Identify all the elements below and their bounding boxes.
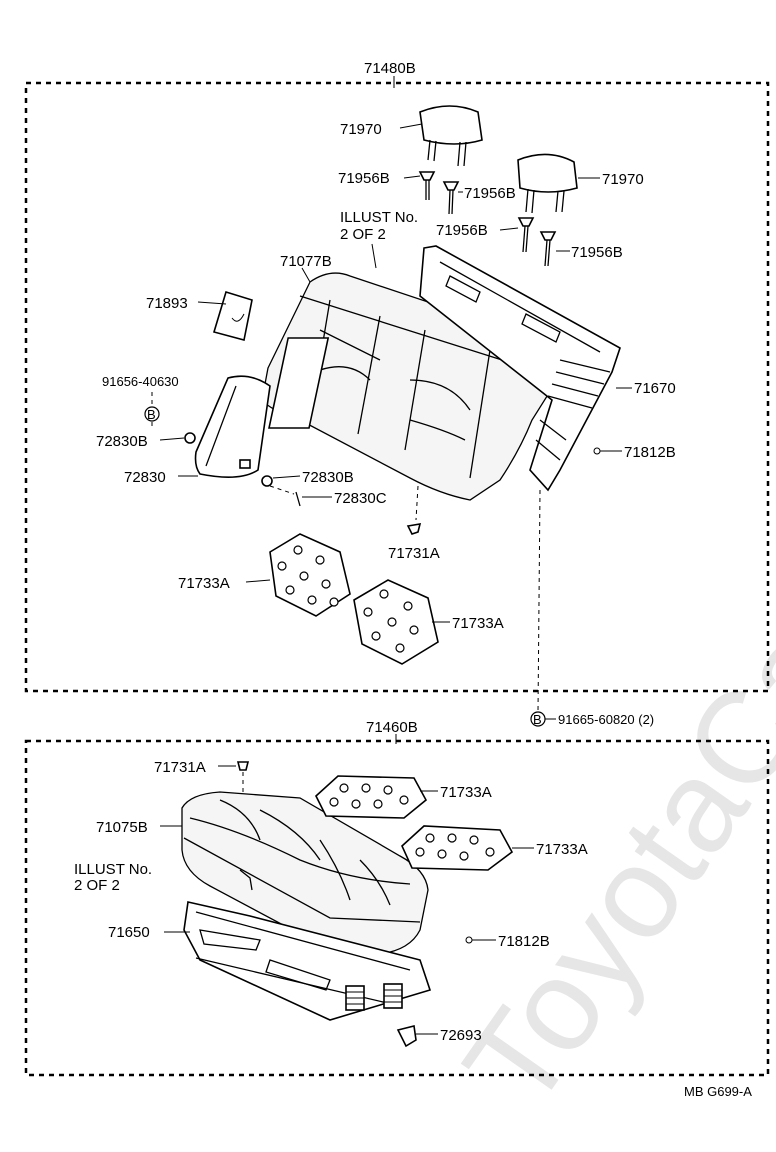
label-support-2: 71956B — [464, 185, 516, 202]
lower-assembly-label: 71460B — [366, 719, 418, 736]
headrest-left: 71970 — [340, 105, 483, 167]
label-cushion-cover: 71075B — [96, 819, 148, 836]
hog-ring-upper: 71812B — [593, 444, 676, 461]
label-nut-right: 72830B — [302, 469, 354, 486]
label-clip-lower: 71731A — [154, 759, 206, 776]
label-headrest-left: 71970 — [340, 121, 382, 138]
nut-left: 72830B — [96, 432, 196, 450]
upper-assembly-label: 71480B — [364, 60, 416, 77]
seat-cushion-assembly: 71075B 71650 — [96, 791, 432, 1021]
upper-illust-line1: ILLUST No. — [340, 209, 418, 226]
bolt-outside-marker: B — [533, 712, 542, 727]
bolt-outside: B 91665-60820 (2) — [530, 489, 654, 727]
hog-ring-lower: 71812B — [465, 933, 550, 950]
pad-left: 71733A — [178, 533, 351, 617]
label-pad-left: 71733A — [178, 575, 230, 592]
pad-lower-top: 71733A — [315, 775, 492, 819]
hook: 72693 — [396, 1025, 482, 1048]
tag-part: 71893 — [146, 290, 253, 341]
headrest-supports: 71956B 71956B 71956B 71956B — [338, 170, 623, 267]
label-hook: 72693 — [440, 1027, 482, 1044]
pad-right: 71733A — [353, 579, 504, 665]
upper-group-frame — [24, 81, 770, 693]
label-tag: 71893 — [146, 295, 188, 312]
lower-group: 71460B 71731A — [24, 719, 770, 1077]
pad-lower-right: 71733A — [401, 825, 588, 871]
clip-upper: 71731A — [388, 485, 440, 562]
label-bolt-outside: 91665-60820 (2) — [558, 712, 654, 727]
label-support-1: 71956B — [338, 170, 390, 187]
label-headrest-right: 71970 — [602, 171, 644, 188]
label-support-4: 71956B — [571, 244, 623, 261]
label-hog-ring-lower: 71812B — [498, 933, 550, 950]
label-pad-lower-top: 71733A — [440, 784, 492, 801]
clip-lower: 71731A — [154, 759, 250, 792]
label-back-cover: 71077B — [280, 253, 332, 270]
headrest-right: 71970 — [517, 153, 644, 214]
upper-group: 71480B 71970 71970 71956B — [24, 60, 770, 693]
label-pad-lower-right: 71733A — [536, 841, 588, 858]
label-nut-left: 72830B — [96, 433, 148, 450]
label-support-3: 71956B — [436, 222, 488, 239]
armrest: 72830 — [124, 375, 271, 486]
label-frame-lower: 71650 — [108, 924, 150, 941]
label-frame: 71670 — [634, 380, 676, 397]
label-pin: 72830C — [334, 490, 387, 507]
nut-right: 72830B — [261, 469, 354, 487]
bolt-b-marker: B — [147, 407, 156, 422]
pin: 72830C — [269, 485, 387, 507]
lower-group-frame — [24, 739, 770, 1077]
label-hog-ring-upper: 71812B — [624, 444, 676, 461]
upper-illust-line2: 2 OF 2 — [340, 226, 386, 243]
label-pad-right: 71733A — [452, 615, 504, 632]
label-clip-upper: 71731A — [388, 545, 440, 562]
lower-illust-line2: 2 OF 2 — [74, 877, 120, 894]
seat-back-assembly: 71077B 71670 — [261, 245, 676, 501]
label-armrest: 72830 — [124, 469, 166, 486]
label-bolt-b: 91656-40630 — [102, 374, 179, 389]
diagram-code: MB G699-A — [684, 1084, 752, 1099]
lower-illust-line1: ILLUST No. — [74, 861, 152, 878]
